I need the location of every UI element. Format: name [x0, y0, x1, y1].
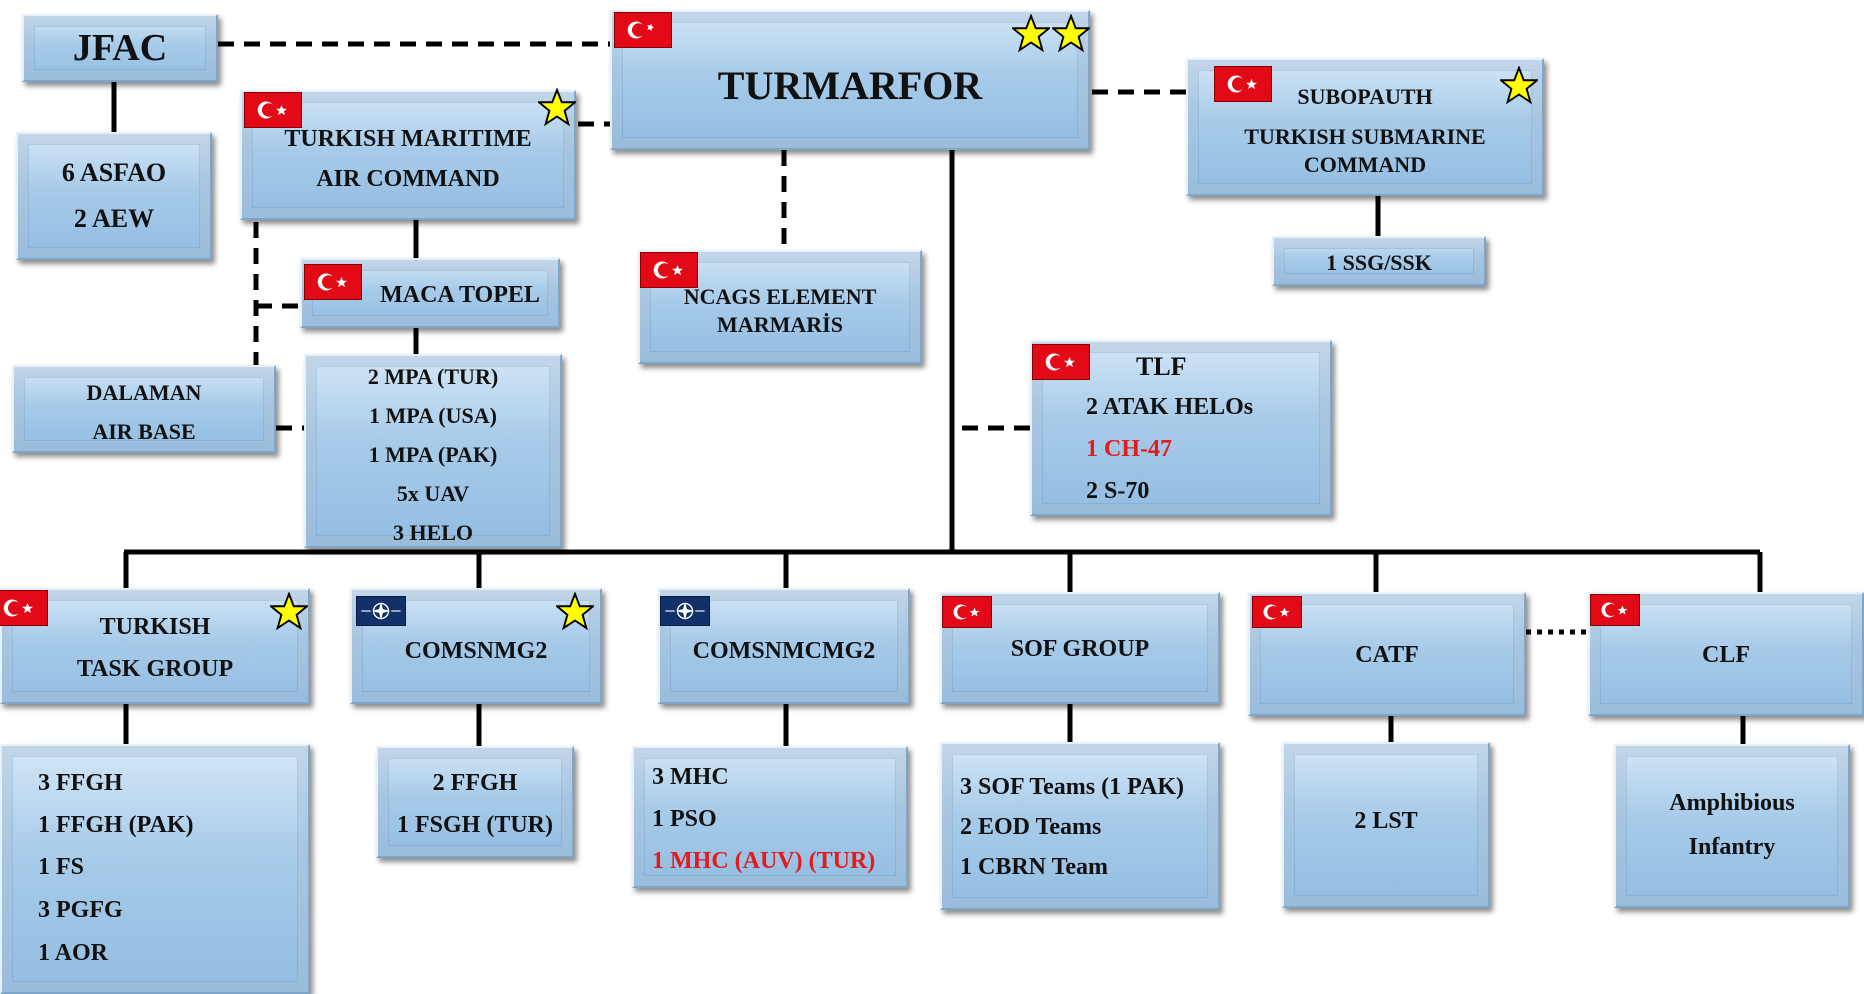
snmcmg2-asset-1: 3 MHC: [652, 764, 729, 790]
ttg-asset-5: 1 AOR: [38, 940, 109, 966]
snmcmg2-box: COMSNMCMG2: [658, 588, 910, 704]
ncags-box: NCAGS ELEMENT MARMARİS: [638, 250, 922, 364]
catf-asset-1: 2 LST: [1354, 808, 1418, 834]
ssg-box: 1 SSG/SSK: [1272, 236, 1486, 286]
subopauth-box: SUBOPAUTH TURKISH SUBMARINE COMMAND: [1186, 58, 1544, 196]
ttg-asset-3: 1 FS: [38, 854, 85, 880]
nato-flag-icon: [356, 596, 406, 626]
turkish-flag-icon: [942, 596, 992, 628]
catf-assets-box: 2 LST: [1282, 742, 1490, 908]
asfao-box: 6 ASFAO 2 AEW: [16, 132, 212, 260]
nato-flag-icon: [660, 596, 710, 626]
maca-box: MACA TOPEL: [300, 258, 560, 328]
ncags-line-1: NCAGS ELEMENT: [683, 284, 877, 309]
turmarfor-title: TURMARFOR: [717, 63, 983, 108]
maca-asset-3: 1 MPA (PAK): [368, 442, 498, 467]
turmarfor-box: TURMARFOR: [610, 10, 1090, 150]
maca-asset-5: 3 HELO: [392, 520, 474, 545]
ttg-box: TURKISH TASK GROUP: [0, 588, 310, 704]
tmac-line-1: TURKISH MARITIME: [284, 126, 532, 152]
star-icon: [538, 88, 576, 126]
tmac-line-2: AIR COMMAND: [316, 166, 500, 192]
turkish-flag-icon: [614, 12, 672, 48]
clf-asset-2: Infantry: [1688, 834, 1776, 860]
maca-assets-box: 2 MPA (TUR) 1 MPA (USA) 1 MPA (PAK) 5x U…: [304, 354, 562, 548]
ttg-line-2: TASK GROUP: [76, 656, 234, 682]
snmg2-title: COMSNMG2: [404, 638, 548, 664]
subopauth-line-1: SUBOPAUTH: [1297, 84, 1433, 109]
turkish-flag-icon: [1214, 66, 1272, 102]
ttg-assets-box: 3 FFGH 1 FFGH (PAK) 1 FS 3 PGFG 1 AOR: [0, 744, 310, 994]
sof-asset-2: 2 EOD Teams: [960, 814, 1102, 840]
asfao-line-1: 6 ASFAO: [61, 158, 167, 187]
tlf-box: TLF 2 ATAK HELOs 1 CH-47 2 S-70: [1030, 340, 1332, 516]
sof-asset-3: 1 CBRN Team: [960, 854, 1109, 880]
turkish-flag-icon: [1590, 594, 1640, 626]
catf-box: CATF: [1248, 592, 1526, 716]
snmcmg2-asset-3: 1 MHC (AUV) (TUR): [652, 848, 876, 874]
tlf-line-1: 2 ATAK HELOs: [1086, 394, 1254, 420]
star-icon: [1052, 14, 1090, 52]
star-icon: [556, 592, 594, 630]
tlf-line-2: 1 CH-47: [1086, 436, 1172, 462]
dalaman-line-2: AIR BASE: [92, 419, 196, 444]
snmcmg2-assets-box: 3 MHC 1 PSO 1 MHC (AUV) (TUR): [632, 746, 908, 888]
star-icon: [1500, 66, 1538, 104]
sof-assets-box: 3 SOF Teams (1 PAK) 2 EOD Teams 1 CBRN T…: [940, 742, 1220, 910]
sof-title: SOF GROUP: [1010, 636, 1150, 662]
clf-box: CLF: [1588, 592, 1864, 716]
ttg-asset-4: 3 PGFG: [38, 897, 123, 923]
subopauth-line-3: COMMAND: [1303, 152, 1427, 177]
subopauth-line-2: TURKISH SUBMARINE: [1244, 124, 1486, 149]
maca-asset-1: 2 MPA (TUR): [367, 364, 499, 389]
maca-title: MACA TOPEL: [380, 282, 540, 308]
turkish-flag-icon: [1032, 344, 1090, 380]
tmac-box: TURKISH MARITIME AIR COMMAND: [240, 88, 576, 220]
dalaman-line-1: DALAMAN: [86, 380, 202, 405]
turkish-flag-icon: [244, 92, 302, 128]
tlf-title: TLF: [1136, 352, 1187, 381]
ncags-line-2: MARMARİS: [717, 312, 843, 337]
star-icon: [270, 592, 308, 630]
clf-title: CLF: [1702, 642, 1750, 668]
maca-asset-4: 5x UAV: [396, 481, 470, 506]
ttg-line-1: TURKISH: [99, 614, 211, 640]
snmg2-box: COMSNMG2: [350, 588, 602, 704]
ttg-asset-1: 3 FFGH: [38, 770, 123, 796]
snmg2-assets-box: 2 FFGH 1 FSGH (TUR): [376, 746, 574, 858]
snmg2-asset-2: 1 FSGH (TUR): [397, 812, 553, 838]
jfac-box: JFAC: [22, 14, 218, 82]
turkish-flag-icon: [1252, 596, 1302, 628]
turkish-flag-icon: [304, 264, 362, 300]
star-icon: [1012, 14, 1050, 52]
catf-title: CATF: [1355, 642, 1419, 668]
clf-asset-1: Amphibious: [1669, 790, 1795, 816]
tlf-line-3: 2 S-70: [1086, 478, 1150, 504]
asfao-line-2: 2 AEW: [73, 204, 155, 233]
turkish-flag-icon: [640, 252, 698, 288]
sof-asset-1: 3 SOF Teams (1 PAK): [960, 774, 1185, 800]
ttg-asset-2: 1 FFGH (PAK): [38, 812, 194, 838]
clf-assets-box: Amphibious Infantry: [1614, 744, 1850, 908]
sof-box: SOF GROUP: [940, 592, 1220, 704]
turkish-flag-icon: [0, 590, 48, 626]
maca-asset-2: 1 MPA (USA): [369, 403, 497, 428]
jfac-title: JFAC: [72, 27, 168, 69]
snmcmg2-asset-2: 1 PSO: [652, 806, 717, 832]
dalaman-box: DALAMAN AIR BASE: [12, 365, 276, 453]
snmg2-asset-1: 2 FFGH: [432, 770, 518, 796]
ssg-title: 1 SSG/SSK: [1326, 250, 1432, 275]
snmcmg2-title: COMSNMCMG2: [692, 638, 876, 664]
